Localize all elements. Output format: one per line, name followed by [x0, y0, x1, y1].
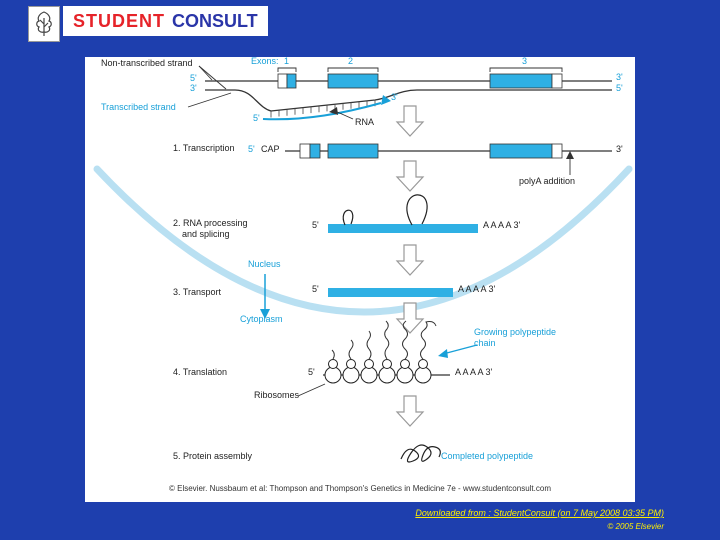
lariat-large [406, 194, 428, 226]
label-5prime-dna-left: 5' [190, 73, 197, 83]
label-step-2-rna-processing: 2. RNA processing [173, 218, 248, 228]
splicing-mrna [328, 194, 478, 233]
label-step-4-translation: 4. Translation [173, 367, 228, 377]
figure-graphics [93, 65, 633, 463]
label-3prime-dna-left: 3' [190, 83, 197, 93]
figure-panel: Non-transcribed strand Exons: 1 2 3 5' 3… [85, 56, 635, 502]
label-nucleus: Nucleus [248, 259, 281, 269]
label-step-3-transport: 3. Transport [173, 287, 222, 297]
label-exon-1: 1 [284, 56, 290, 66]
label-exons: Exons: [251, 56, 279, 66]
ribosomes-leader [297, 383, 326, 397]
completed-polypeptide-scribble [400, 444, 441, 463]
footer-copyright: © 2005 Elsevier [607, 522, 664, 531]
label-5prime-dna-right: 5' [616, 83, 623, 93]
figure-credit: © Elsevier. Nussbaum et al: Thompson and… [169, 484, 551, 493]
elsevier-tree-icon [36, 11, 52, 36]
label-aaaa-step4: A A A A 3' [455, 367, 493, 377]
label-5prime-step3: 5' [312, 284, 319, 294]
exon-brackets [277, 67, 563, 72]
label-cytoplasm: Cytoplasm [240, 314, 283, 324]
label-growing-polypeptide-1: Growing polypeptide [474, 327, 557, 337]
label-5prime-rna: 5' [253, 113, 260, 123]
label-aaaa-step2: A A A A 3' [483, 220, 521, 230]
primary-transcript [285, 143, 612, 159]
label-transcribed-strand: Transcribed strand [101, 102, 176, 112]
label-ribosomes: Ribosomes [254, 390, 300, 400]
lariat-small [342, 209, 354, 226]
label-3prime-rna: 3' [391, 92, 398, 102]
logo-student-text: STUDENT [73, 10, 165, 31]
transport-mrna [328, 288, 453, 297]
leader-lines-strands [187, 65, 232, 108]
label-exon-3: 3 [522, 56, 528, 66]
polya-leader [566, 151, 574, 175]
label-cap: CAP [261, 144, 280, 154]
label-step-5-protein-assembly: 5. Protein assembly [173, 451, 253, 461]
label-5prime-cap: 5' [248, 144, 255, 154]
label-step-1-transcription: 1. Transcription [173, 143, 235, 153]
elsevier-logo-box [28, 6, 60, 42]
studentconsult-logo: STUDENT CONSULT [28, 6, 268, 42]
translation-group [297, 320, 478, 397]
label-growing-polypeptide-2: chain [474, 338, 496, 348]
logo-text-box: STUDENT CONSULT [63, 6, 268, 36]
label-completed-polypeptide: Completed polypeptide [441, 451, 534, 461]
label-exon-2: 2 [348, 56, 354, 66]
growing-chain-leader [438, 344, 478, 358]
label-step-2-and-splicing: and splicing [182, 229, 230, 239]
logo-consult-text: CONSULT [172, 10, 258, 31]
nucleus-cytoplasm-arrow [260, 274, 270, 319]
label-3prime-dna-right: 3' [616, 72, 623, 82]
label-polya-addition: polyA addition [519, 176, 576, 186]
label-non-transcribed-strand: Non-transcribed strand [101, 58, 193, 68]
ribosomes-circles [324, 359, 432, 384]
label-rna: RNA [355, 117, 375, 127]
nuclear-membrane-arc [93, 165, 633, 316]
footer-downloaded-from: Downloaded from : StudentConsult (on 7 M… [415, 508, 664, 518]
growing-chains [331, 320, 437, 360]
dna-exon-boxes [277, 73, 563, 89]
label-5prime-step2: 5' [312, 220, 319, 230]
label-5prime-step4: 5' [308, 367, 315, 377]
rna-label-arrow [329, 107, 354, 120]
label-3prime-transcript: 3' [616, 144, 623, 154]
label-aaaa-step3: A A A A 3' [458, 284, 496, 294]
nascent-rna-strand [262, 95, 391, 121]
